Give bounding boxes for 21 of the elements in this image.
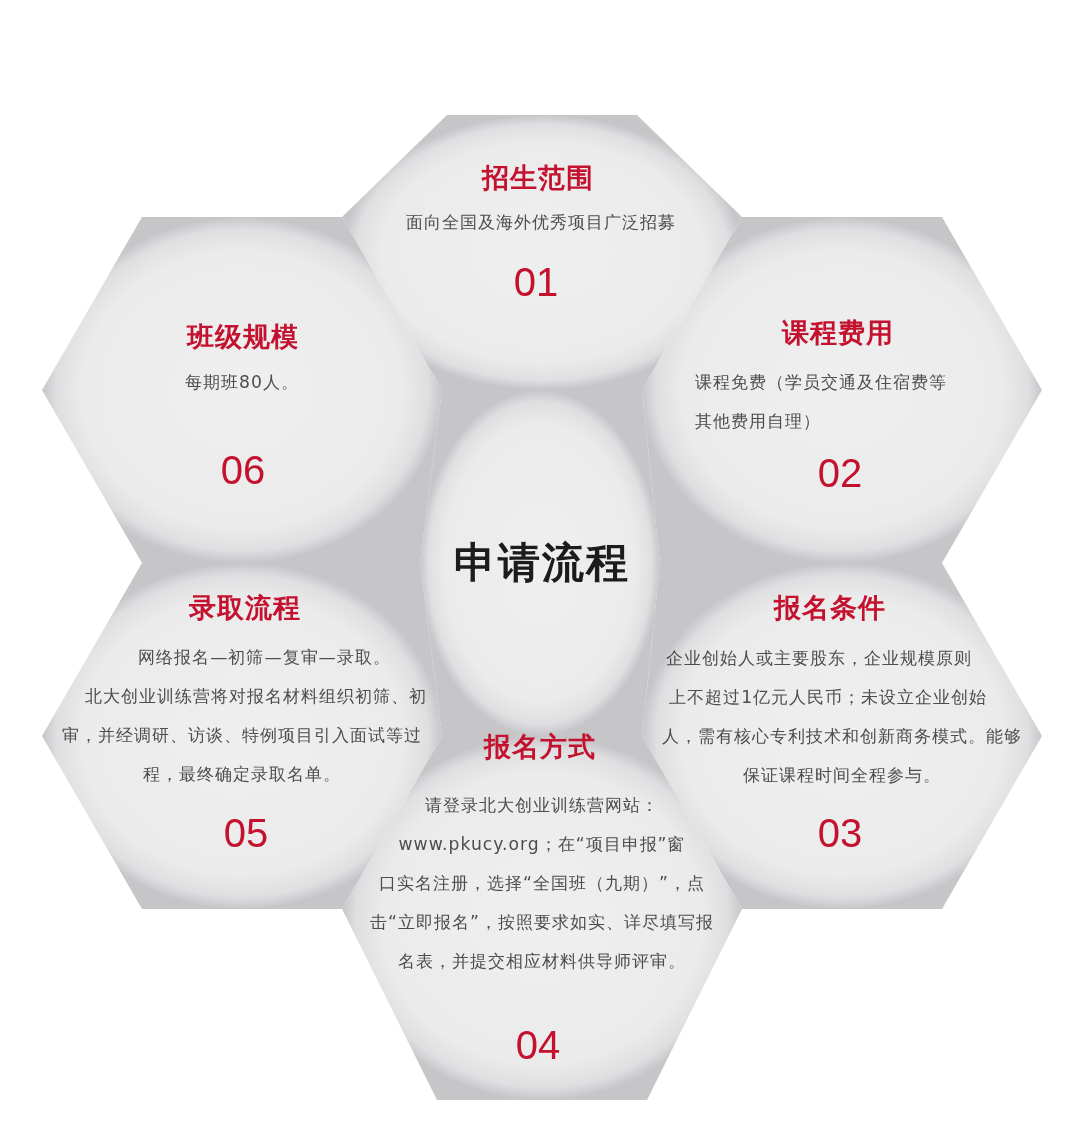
card-text: 北大创业训练营将对报名材料组织初筛、初审，并经调研、访谈、特例项目引入面试等过程，最终确定录取名单。 [62, 686, 427, 784]
card-title: 班级规模 [187, 320, 299, 354]
step-number: 02 [817, 451, 863, 495]
step-number: 06 [220, 448, 266, 492]
card-title: 报名方式 [484, 730, 596, 764]
step-number: 03 [817, 811, 863, 855]
card-title: 录取流程 [189, 591, 301, 625]
card-title: 报名条件 [774, 591, 886, 625]
card-text: 课程免费（学员交通及住宿费等其他费用自理） [695, 372, 947, 431]
hexagon-card [642, 563, 1042, 909]
card-text: 网络报名—初筛—复审—录取。 [138, 647, 391, 667]
card-text: 每期班80人。 [185, 372, 299, 392]
step-number: 05 [223, 811, 269, 855]
card-title: 招生范围 [482, 161, 594, 195]
center-title: 申请流程 [454, 538, 630, 588]
card-text: 请登录北大创业训练营网站：www.pkucy.org；在“项目申报”窗口实名注册，选择“全国班（九期）”，点击“立即报名”，按照要求如实、详尽填写报名表，并提交相应材料供导师评审。 [370, 795, 714, 971]
card-title: 课程费用 [782, 316, 894, 350]
card-text: 面向全国及海外优秀项目广泛招募 [406, 212, 676, 232]
step-number: 01 [513, 260, 559, 304]
card-text: 企业创始人或主要股东，企业规模原则上不超过1亿元人民币；未设立企业创始人，需有核心专利技术和创新商务模式。能够保证课程时间全程参与。 [662, 648, 1022, 785]
step-number: 04 [515, 1023, 561, 1067]
